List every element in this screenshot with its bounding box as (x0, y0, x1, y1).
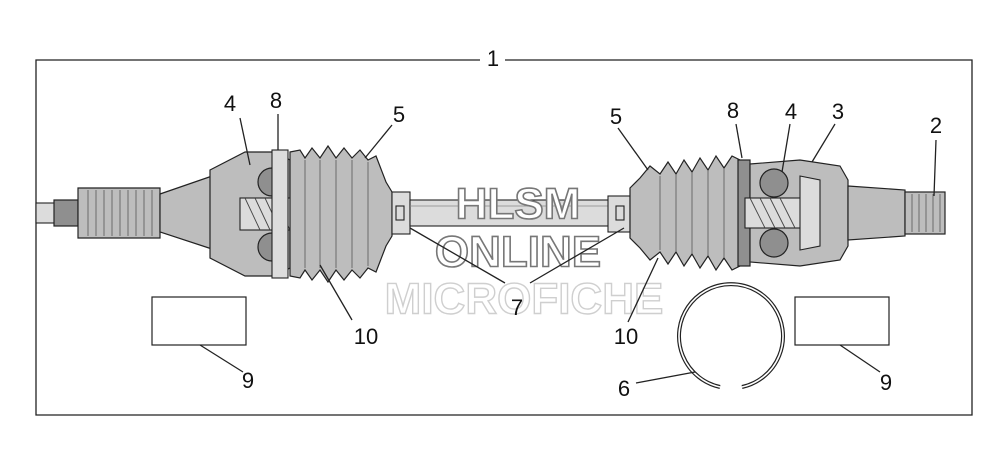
assembly-frame (35, 59, 973, 416)
center-shaft (409, 199, 611, 227)
watermark-line-3: MICROFICHE (385, 275, 664, 324)
callout-4-left: 4 (224, 91, 236, 116)
callout-5-left: 5 (393, 102, 405, 127)
callout-1: 1 (487, 46, 499, 71)
callout-4-right: 4 (785, 99, 797, 124)
right-box (794, 296, 890, 346)
callout-10-left: 10 (354, 324, 378, 349)
callout-9-left: 9 (242, 368, 254, 393)
left-box (151, 296, 247, 346)
left-cv-housing (209, 149, 301, 279)
right-boot (607, 154, 751, 272)
right-stub-shaft (904, 191, 946, 235)
left-boot (289, 144, 411, 284)
leader-lines (199, 114, 937, 384)
watermark-line-1: HLSM (456, 180, 581, 229)
callout-5-right: 5 (610, 104, 622, 129)
right-cv-housing (744, 159, 906, 267)
callout-8-right: 8 (727, 98, 739, 123)
callout-10-right: 10 (614, 324, 638, 349)
callout-3: 3 (832, 99, 844, 124)
left-stub-shaft (35, 174, 216, 251)
callout-6: 6 (618, 376, 630, 401)
callout-2: 2 (930, 113, 942, 138)
watermark-line-2: ONLINE (435, 228, 601, 277)
callout-8-left: 8 (270, 88, 282, 113)
callout-7: 7 (511, 295, 523, 320)
callout-9-right: 9 (880, 370, 892, 395)
